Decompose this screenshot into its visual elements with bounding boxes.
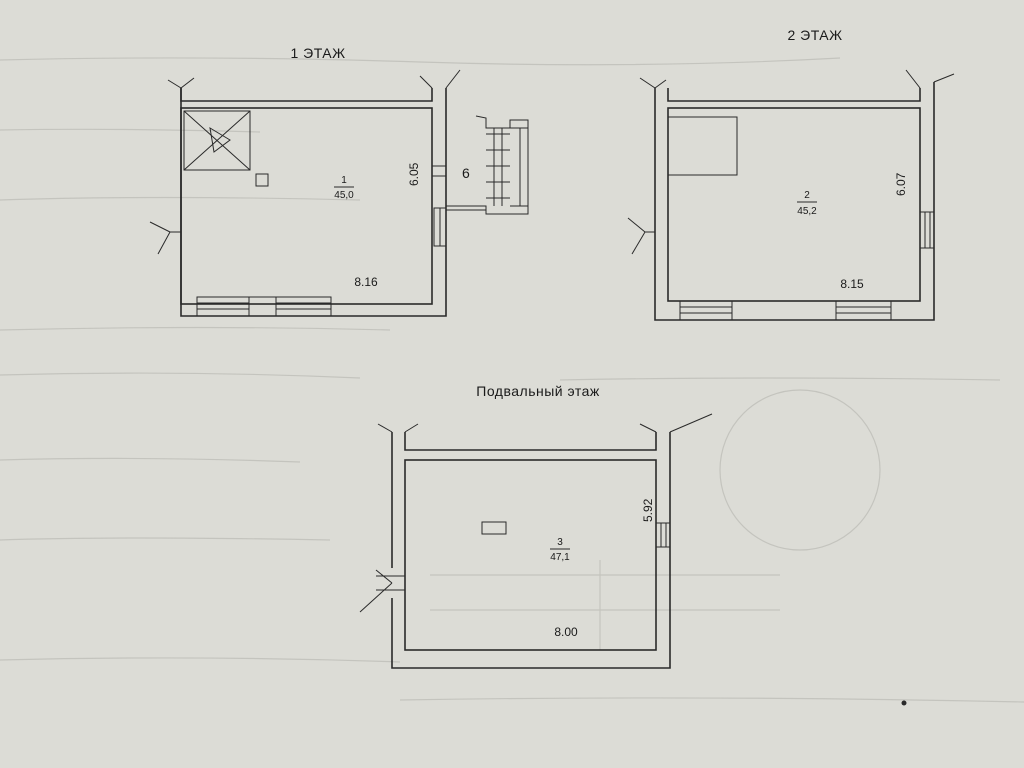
- second-floor-windows: [679, 211, 935, 321]
- first-floor-entrance-door: [432, 165, 447, 247]
- first-floor-height-dimension: 6.05: [407, 162, 421, 186]
- basement-hatch: [481, 521, 507, 535]
- first-floor-room-area: 45,0: [334, 190, 354, 201]
- first-floor-windows: [196, 296, 332, 317]
- second-floor-width-dimension: 8.15: [840, 277, 864, 291]
- stair-marker: 6: [462, 165, 470, 181]
- first-floor-outer-wall: [180, 88, 447, 317]
- basement-inner-wall: [404, 459, 657, 651]
- first-floor-width-dimension: 8.16: [354, 275, 378, 289]
- second-floor-stair-opening: [667, 116, 738, 176]
- first-floor-title: 1 ЭТАЖ: [290, 45, 345, 61]
- basement-plan: Подвальный этаж 5.92 3 47,1 8.00: [359, 383, 713, 669]
- basement-title: Подвальный этаж: [476, 383, 600, 399]
- basement-width-dimension: 8.00: [554, 625, 578, 639]
- basement-outer-wall: [391, 432, 671, 669]
- basement-room-number: 3: [557, 537, 563, 548]
- basement-room-area: 47,1: [550, 552, 570, 563]
- second-floor-room-area: 45,2: [797, 206, 817, 217]
- basement-window: [655, 522, 671, 548]
- paper-bleed-through: [0, 57, 1024, 703]
- first-floor-column: [255, 173, 269, 187]
- first-floor-room-number: 1: [341, 175, 347, 186]
- second-floor-inner-wall: [667, 107, 921, 302]
- first-floor-ventilation-shaft: [183, 110, 251, 171]
- first-floor-plan: 1 ЭТАЖ: [149, 45, 529, 317]
- basement-height-dimension: 5.92: [641, 498, 655, 522]
- second-floor-plan: 2 ЭТАЖ 6.07 2 45,2 8.15: [627, 27, 955, 321]
- second-floor-height-dimension: 6.07: [894, 172, 908, 196]
- second-floor-room-number: 2: [804, 190, 810, 201]
- first-floor-inner-wall: [180, 107, 433, 305]
- second-floor-outer-wall: [654, 82, 935, 321]
- first-floor-external-staircase: [446, 115, 529, 215]
- ink-dot: [901, 700, 907, 706]
- second-floor-title: 2 ЭТАЖ: [787, 27, 842, 43]
